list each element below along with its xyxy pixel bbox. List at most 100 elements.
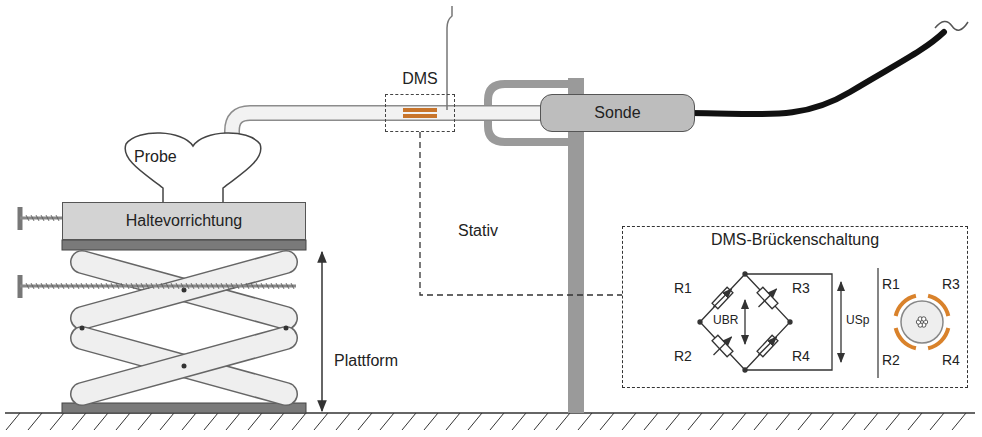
adjust-screw [211, 283, 214, 289]
adjust-screw [126, 283, 129, 289]
stand-label: Stativ [458, 222, 498, 240]
ground [402, 413, 416, 430]
ground [358, 413, 372, 430]
bridge-circuit [759, 337, 777, 355]
adjust-screw [101, 283, 104, 289]
adjust-screw [176, 283, 179, 289]
ground [534, 413, 548, 430]
panel-title: DMS-Brückenschaltung [623, 231, 967, 249]
strain-gauge [403, 108, 437, 112]
bridge-circuit [712, 287, 733, 309]
platform-top [62, 240, 306, 250]
bridge-circuit [743, 368, 747, 372]
ground [490, 413, 504, 430]
bridge-circuit [700, 274, 790, 370]
ground [710, 413, 724, 430]
ground [666, 413, 680, 430]
adjust-screw [51, 215, 54, 221]
ground [94, 413, 108, 430]
adjust-screw [291, 283, 294, 289]
adjust-screw [266, 283, 269, 289]
ground [292, 413, 306, 430]
bridge-circuit [744, 300, 745, 344]
adjust-screw [46, 215, 49, 221]
adjust-screw [26, 215, 29, 221]
ground [600, 413, 614, 430]
ground [820, 413, 834, 430]
tube-cross-section [901, 301, 943, 343]
adjust-screw [31, 283, 34, 289]
adjust-screw [181, 283, 184, 289]
ground [644, 413, 658, 430]
bridge-circuit [714, 337, 732, 355]
scissor-arms [284, 326, 289, 331]
ground [226, 413, 240, 430]
adjust-screw [236, 283, 239, 289]
ground [5, 413, 975, 430]
bridge-circuit [698, 320, 702, 324]
resistor-label: R1 [674, 280, 692, 296]
adjust-screw [20, 217, 62, 220]
gauge-label: R1 [882, 276, 900, 292]
ground [424, 413, 438, 430]
tube-cross-section [894, 328, 917, 351]
scissor-arms [80, 262, 289, 394]
adjust-screw [56, 215, 59, 221]
tube-cross-section [928, 294, 951, 317]
scissor-arms [82, 338, 286, 394]
adjust-screw [216, 283, 219, 289]
ground [182, 413, 196, 430]
ground [204, 413, 218, 430]
strain-gauge-zone: DMS [385, 70, 455, 132]
platform-base [62, 403, 306, 413]
sample-outline [125, 133, 261, 206]
adjust-screw [286, 283, 289, 289]
ground [28, 413, 42, 430]
ground [556, 413, 570, 430]
adjust-screw [186, 283, 189, 289]
ground [116, 413, 130, 430]
tube-cross-section [894, 294, 951, 351]
ground [952, 413, 966, 430]
adjust-screw [20, 207, 62, 230]
sample-shape: Probe [118, 128, 268, 206]
ground [138, 413, 152, 430]
node-label: Sonde [594, 104, 640, 122]
adjust-screw [111, 283, 114, 289]
gauge-label: R2 [882, 352, 900, 368]
adjust-screw [281, 283, 284, 289]
ground [512, 413, 526, 430]
ground [468, 413, 482, 430]
gauge-label: R4 [942, 352, 960, 368]
bridge-circuit [743, 272, 747, 276]
adjust-screw [251, 283, 254, 289]
ground [314, 413, 328, 430]
ground [622, 413, 636, 430]
ground [754, 413, 768, 430]
bridge-circuit [745, 274, 832, 370]
adjust-screw [271, 283, 274, 289]
adjust-screw [116, 283, 119, 289]
ground [270, 413, 284, 430]
tube-cross-section [894, 294, 917, 317]
adjust-screw [36, 215, 39, 221]
probe-cable [690, 32, 944, 114]
adjust-screw [246, 283, 249, 289]
cable-break [935, 21, 968, 30]
ground [776, 413, 790, 430]
bridge-circuit [788, 320, 792, 324]
tube-cross-section [922, 317, 926, 321]
adjust-screw [221, 283, 224, 289]
ground [248, 413, 262, 430]
scissor-arms [82, 262, 286, 318]
ground [72, 413, 86, 430]
adjust-screw [81, 283, 84, 289]
bridge-circuit [840, 282, 841, 362]
scissor-arms [82, 262, 286, 318]
ground [336, 413, 350, 430]
node-label: DMS [385, 70, 455, 88]
adjust-screw [86, 283, 89, 289]
adjust-screw [171, 283, 174, 289]
ground [6, 413, 20, 430]
tube-cross-section [928, 328, 951, 351]
